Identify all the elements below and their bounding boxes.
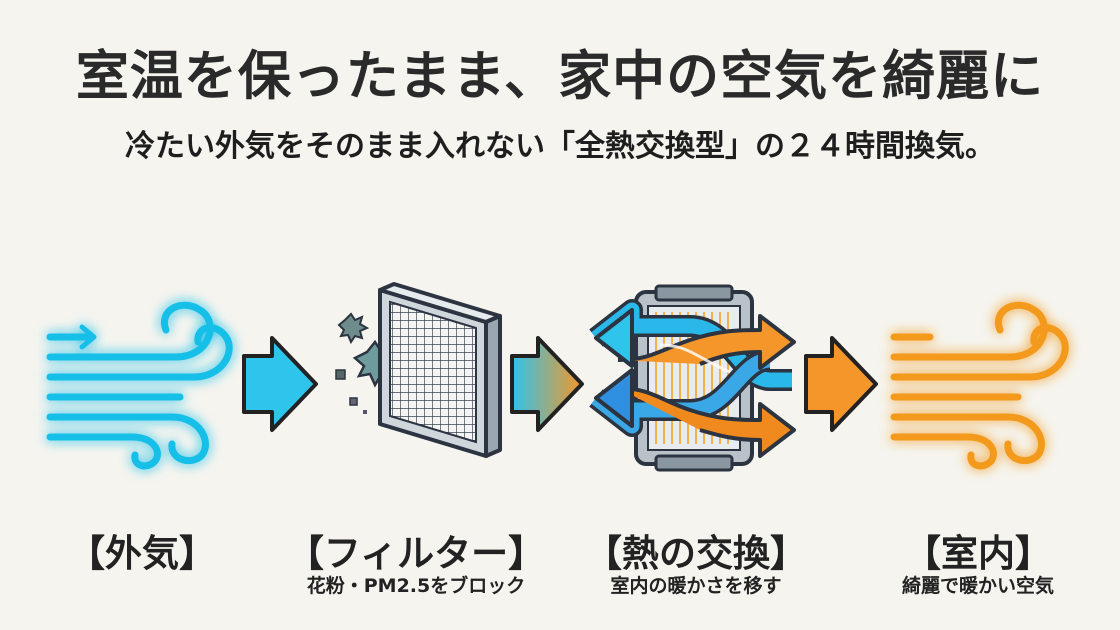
heat-exchanger-icon [589,284,796,472]
air-filter-icon [335,282,502,458]
step-caption-heat-exchange: 室内の暖かさを移す [610,575,782,597]
page-subtitle: 冷たい外気をそのまま入れない「全熱交換型」の２４時間換気。 [125,129,995,164]
flow-arrow-2 [510,336,584,432]
step-label-outside-air: 【外気】 [68,532,216,575]
step-caption-indoor: 綺麗で暖かい空気 [901,575,1054,597]
flow-arrow-1 [242,336,318,432]
cold-wind-icon [46,301,233,470]
step-caption-filter: 花粉・PM2.5をブロック [306,575,526,597]
step-label-heat-exchange: 【熱の交換】 [585,532,807,575]
page-title: 室温を保ったまま、家中の空気を綺麗に [75,46,1045,107]
flow-arrow-3 [804,336,878,432]
dust-particles-icon [335,312,404,414]
step-label-filter: 【フィルター】 [286,532,546,575]
step-label-indoor: 【室内】 [904,532,1052,575]
warm-wind-icon [890,301,1069,470]
